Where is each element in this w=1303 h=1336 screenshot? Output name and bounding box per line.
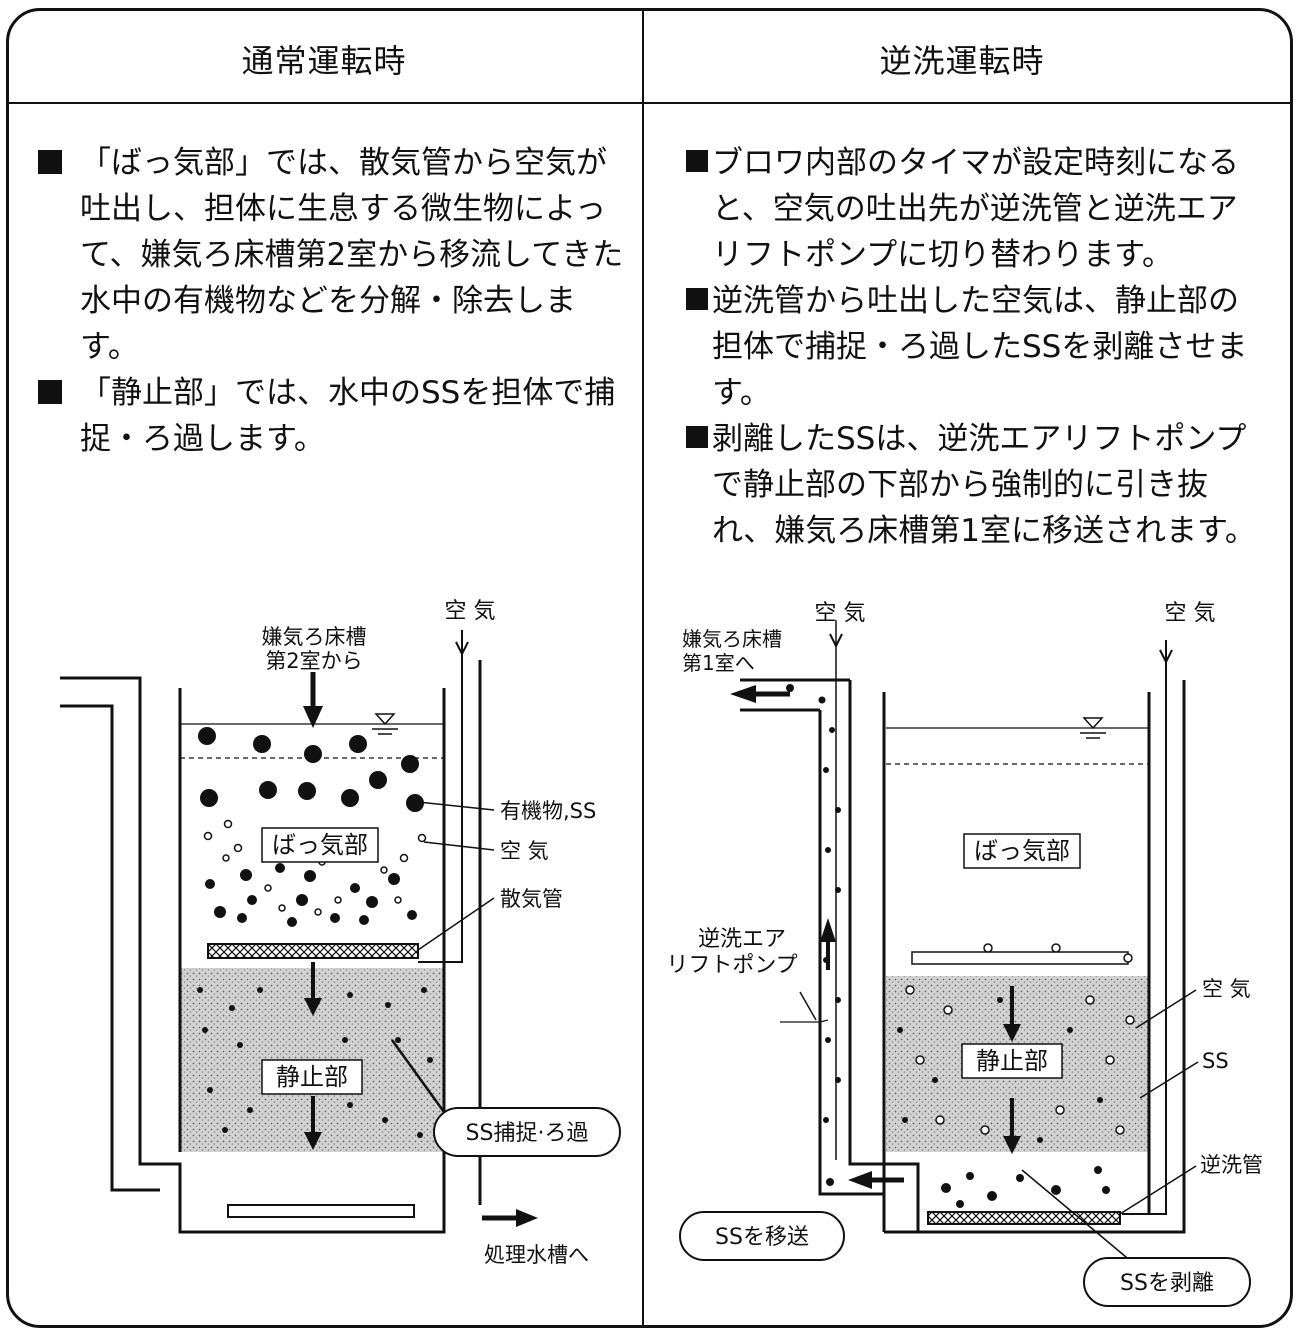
ss-label: SS (1202, 1049, 1229, 1073)
water-level-icon (374, 713, 396, 726)
normal-bullet-2: 「静止部」では、水中のSSを担体で捕捉・ろ過します。 (34, 370, 624, 462)
airlift-pump-label-2: リフトポンプ (666, 953, 797, 978)
backwash-bubble-label: 空 気 (1202, 977, 1251, 1001)
inflow-label-line-2: 第2室から (265, 649, 362, 673)
backwash-description-list: ブロワ内部のタイマが設定時刻になると、空気の吐出先が逆洗管と逆洗エアリフトポンプ… (686, 140, 1261, 554)
pump-air-label: 空 気 (815, 601, 866, 626)
header-divider (8, 102, 1291, 104)
static-zone-label-box (261, 1059, 363, 1095)
aeration-zone-label: ばっ気部 (272, 831, 368, 859)
normal-operation-title: 通常運転時 (241, 42, 407, 80)
backwash-air-bubbles (905, 985, 1135, 1135)
transfer-out-arrow-icon (730, 685, 756, 703)
media-particles (197, 987, 433, 1138)
diffuser-pipe (207, 943, 419, 959)
backwash-static-label-box (961, 1043, 1063, 1079)
organic-particles (198, 727, 424, 927)
backwash-air-arrow-icon (1159, 649, 1173, 665)
normal-outlet-pipe-segment (227, 1204, 415, 1218)
normal-diagram: ばっ気部 静止部 嫌気ろ床槽 第2室から 空 気 有機物,SS 空 気 散気管 … (60, 599, 621, 1267)
outflow-label: 処理水槽へ (484, 1243, 589, 1267)
bubble-air-label: 空 気 (500, 839, 549, 863)
normal-description-list: 「ばっ気部」では、散気管から空気が吐出し、担体に生息する微生物によって、嫌気ろ床… (34, 140, 624, 462)
normal-bullet-1: 「ばっ気部」では、散気管から空気が吐出し、担体に生息する微生物によって、嫌気ろ床… (34, 140, 624, 370)
backwash-bullet-1: ブロワ内部のタイマが設定時刻になると、空気の吐出先が逆洗管と逆洗エアリフトポンプ… (686, 140, 1261, 278)
airlift-pump-pipe (848, 680, 920, 1232)
backwash-aeration-label: ばっ気部 (974, 837, 1070, 865)
backwash-aeration-label-box (963, 833, 1081, 869)
static-zone-label: 静止部 (276, 1063, 348, 1091)
backwash-ss-particles (897, 997, 1110, 1208)
idle-diffuser-pipe (911, 951, 1129, 965)
capture-label-box (433, 1107, 621, 1157)
outflow-arrow-icon (516, 1209, 538, 1227)
transfer-label: SSを移送 (715, 1225, 809, 1250)
upflow-arrow-icon (820, 918, 836, 942)
air-arrow-icon (455, 630, 469, 657)
inflow-label-line-1: 嫌気ろ床槽 (262, 625, 367, 649)
backwash-pipe-label: 逆洗管 (1200, 1153, 1263, 1177)
diffuser-label: 散気管 (500, 887, 563, 911)
normal-outlet-pipe (60, 676, 446, 1234)
transfer-destination-label-2: 第1室へ (682, 651, 755, 675)
backwash-tank-wall (882, 680, 1186, 1234)
backwash-air-inlet-label: 空 気 (1165, 601, 1216, 626)
backwash-water-level-icon (1082, 717, 1104, 730)
air-bubbles (203, 819, 427, 916)
capture-label: SS捕捉·ろ過 (466, 1121, 589, 1146)
organic-matter-label: 有機物,SS (500, 799, 596, 823)
pump-particles (786, 684, 841, 1186)
transfer-destination-label-1: 嫌気ろ床槽 (682, 627, 782, 651)
diagram-frame (6, 8, 1293, 1328)
backwash-pipe (927, 1211, 1121, 1225)
airlift-pump-label-1: 逆洗エア (698, 927, 786, 952)
transfer-label-box (679, 1211, 845, 1261)
aeration-zone-label-box (261, 827, 379, 863)
backwash-operation-title: 逆洗運転時 (879, 42, 1045, 80)
detach-label-box (1083, 1257, 1251, 1307)
backwash-bullet-2: 逆洗管から吐出した空気は、静止部の担体で捕捉・ろ過したSSを剥離させます。 (686, 278, 1261, 416)
transfer-in-arrow-icon (848, 1171, 872, 1189)
backwash-static-label: 静止部 (976, 1047, 1048, 1075)
inflow-arrow-icon (303, 706, 323, 728)
backwash-diagram: ばっ気部 静止部 空 気 空 気 嫌気ろ床槽 第1室へ 逆洗エア リフトポンプ … (666, 601, 1263, 1307)
air-inlet-label: 空 気 (445, 599, 496, 624)
detach-label: SSを剥離 (1120, 1271, 1214, 1296)
backwash-bullet-3: 剥離したSSは、逆洗エアリフトポンプで静止部の下部から強制的に引き抜れ、嫌気ろ床… (686, 416, 1261, 554)
column-divider (642, 10, 644, 1328)
